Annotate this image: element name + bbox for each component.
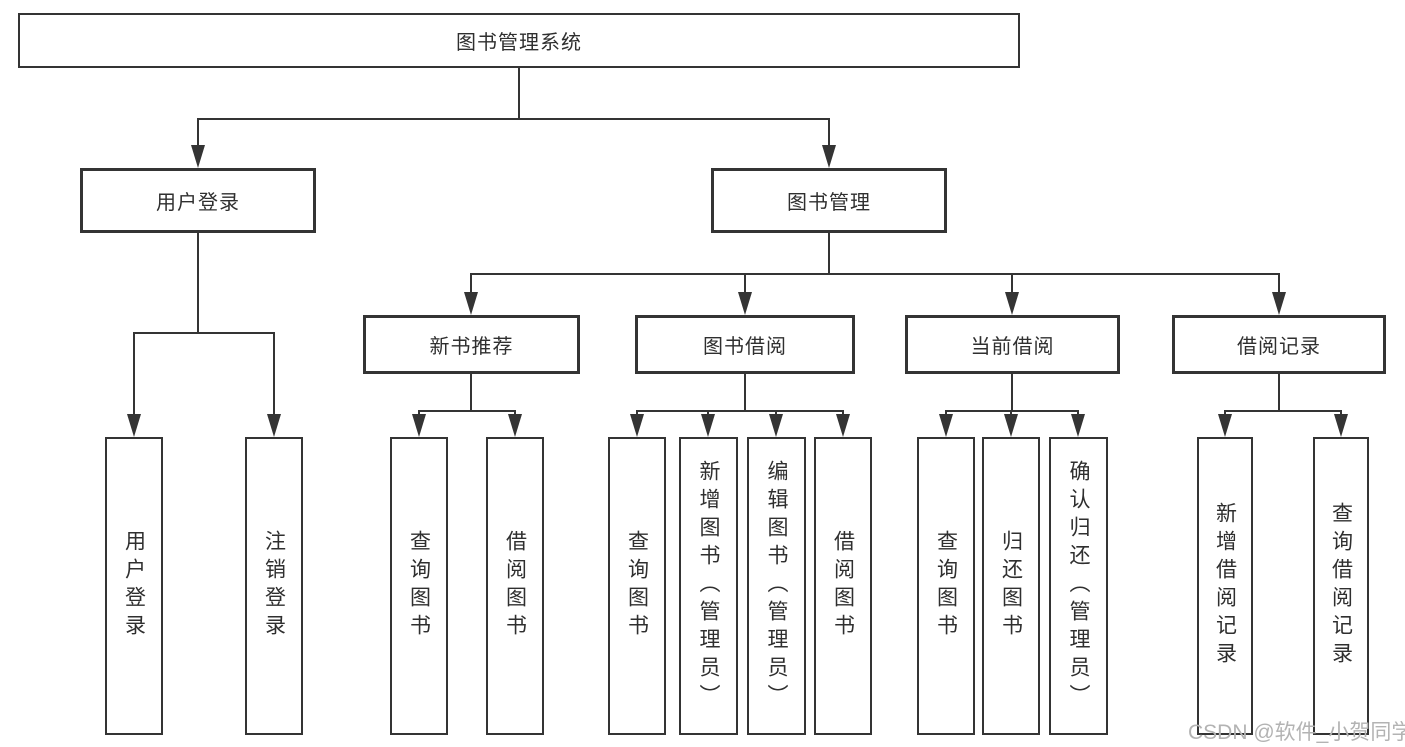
arrowhead-icon [1004, 414, 1018, 437]
connector-currentborrow-stem [1011, 374, 1013, 410]
connector-drop-leaf-logout [273, 332, 275, 416]
node-user-login-label: 用户登录 [156, 192, 240, 214]
leaf-label: 借阅图书 [831, 530, 855, 642]
arrowhead-icon [127, 414, 141, 437]
leaf-label: 编辑图书（管理员） [765, 460, 788, 712]
connector-borrowrecords-bar [1224, 410, 1342, 412]
connector-bookmgmt-bar [470, 273, 1280, 275]
leaf-node-borrow-books: 借阅图书 [814, 437, 872, 735]
leaf-label: 注销登录 [262, 530, 286, 642]
connector-drop [1077, 410, 1079, 416]
leaf-node-add-books-admin: 新增图书（管理员） [679, 437, 738, 735]
root-node-library-system: 图书管理系统 [18, 13, 1020, 68]
connector-drop [842, 410, 844, 416]
connector-userlogin-bar [133, 332, 275, 334]
node-borrow-records-label: 借阅记录 [1237, 336, 1321, 358]
leaf-node-query-borrow-record: 查询借阅记录 [1313, 437, 1369, 735]
leaf-label: 归还图书 [999, 530, 1023, 642]
arrowhead-icon [822, 145, 836, 168]
connector-drop [775, 410, 777, 416]
connector-currentborrow-bar [945, 410, 1079, 412]
arrowhead-icon [1005, 292, 1019, 315]
node-new-book-recommend-label: 新书推荐 [429, 336, 514, 358]
node-book-management: 图书管理 [711, 168, 947, 233]
leaf-node-query-books-borrow: 查询图书 [608, 437, 666, 735]
arrowhead-icon [267, 414, 281, 437]
connector-drop [636, 410, 638, 416]
connector-drop-current-borrow [1011, 273, 1013, 294]
arrowhead-icon [701, 414, 715, 437]
leaf-label: 用户登录 [122, 530, 146, 642]
node-new-book-recommend: 新书推荐 [363, 315, 580, 374]
leaf-node-borrow-books-recommend: 借阅图书 [486, 437, 544, 735]
leaf-label: 查询借阅记录 [1329, 502, 1353, 670]
node-book-borrow: 图书借阅 [635, 315, 855, 374]
arrowhead-icon [769, 414, 783, 437]
arrowhead-icon [939, 414, 953, 437]
root-node-label: 图书管理系统 [456, 32, 582, 54]
leaf-node-query-books-recommend: 查询图书 [390, 437, 448, 735]
arrowhead-icon [1071, 414, 1085, 437]
leaf-label: 借阅图书 [503, 530, 527, 642]
connector-bookborrow-bar [636, 410, 844, 412]
connector-drop [1224, 410, 1226, 416]
connector-drop-book-mgmt [828, 118, 830, 148]
node-book-borrow-label: 图书借阅 [703, 336, 787, 358]
leaf-label: 查询图书 [407, 530, 431, 642]
leaf-node-edit-books-admin: 编辑图书（管理员） [747, 437, 806, 735]
connector-bookmgmt-stem [828, 233, 830, 273]
node-borrow-records: 借阅记录 [1172, 315, 1386, 374]
connector-drop [1010, 410, 1012, 416]
connector-bookborrow-stem [744, 374, 746, 410]
connector-root-stem [518, 68, 520, 118]
arrowhead-icon [191, 145, 205, 168]
arrowhead-icon [1334, 414, 1348, 437]
leaf-node-confirm-return-admin: 确认归还（管理员） [1049, 437, 1108, 735]
leaf-label: 确认归还（管理员） [1067, 460, 1090, 712]
arrowhead-icon [508, 414, 522, 437]
arrowhead-icon [1272, 292, 1286, 315]
connector-drop-leaf-login [133, 332, 135, 416]
leaf-node-return-books: 归还图书 [982, 437, 1040, 735]
connector-drop [707, 410, 709, 416]
leaf-label: 新增图书（管理员） [697, 460, 720, 712]
arrowhead-icon [630, 414, 644, 437]
node-user-login: 用户登录 [80, 168, 316, 233]
leaf-node-query-books-current: 查询图书 [917, 437, 975, 735]
connector-newbook-stem [470, 374, 472, 410]
leaf-label: 新增借阅记录 [1213, 502, 1237, 670]
connector-drop [945, 410, 947, 416]
arrowhead-icon [412, 414, 426, 437]
connector-root-bar [197, 118, 830, 120]
arrowhead-icon [1218, 414, 1232, 437]
connector-drop-user-login [197, 118, 199, 148]
arrowhead-icon [836, 414, 850, 437]
connector-drop-borrow-records [1278, 273, 1280, 294]
arrowhead-icon [738, 292, 752, 315]
connector-drop [1340, 410, 1342, 416]
connector-userlogin-stem [197, 233, 199, 332]
connector-borrowrecords-stem [1278, 374, 1280, 410]
node-book-management-label: 图书管理 [787, 192, 871, 214]
leaf-node-user-login: 用户登录 [105, 437, 163, 735]
leaf-label: 查询图书 [934, 530, 958, 642]
connector-newbook-bar [418, 410, 516, 412]
watermark: CSDN @软件_小贺同学 [1188, 721, 1405, 744]
leaf-label: 查询图书 [625, 530, 649, 642]
arrowhead-icon [464, 292, 478, 315]
connector-drop-book-borrow [744, 273, 746, 294]
connector-drop [514, 410, 516, 416]
node-current-borrow-label: 当前借阅 [970, 336, 1055, 358]
connector-drop [418, 410, 420, 416]
leaf-node-logout: 注销登录 [245, 437, 303, 735]
node-current-borrow: 当前借阅 [905, 315, 1120, 374]
connector-drop-new-book [470, 273, 472, 294]
leaf-node-add-borrow-record: 新增借阅记录 [1197, 437, 1253, 735]
